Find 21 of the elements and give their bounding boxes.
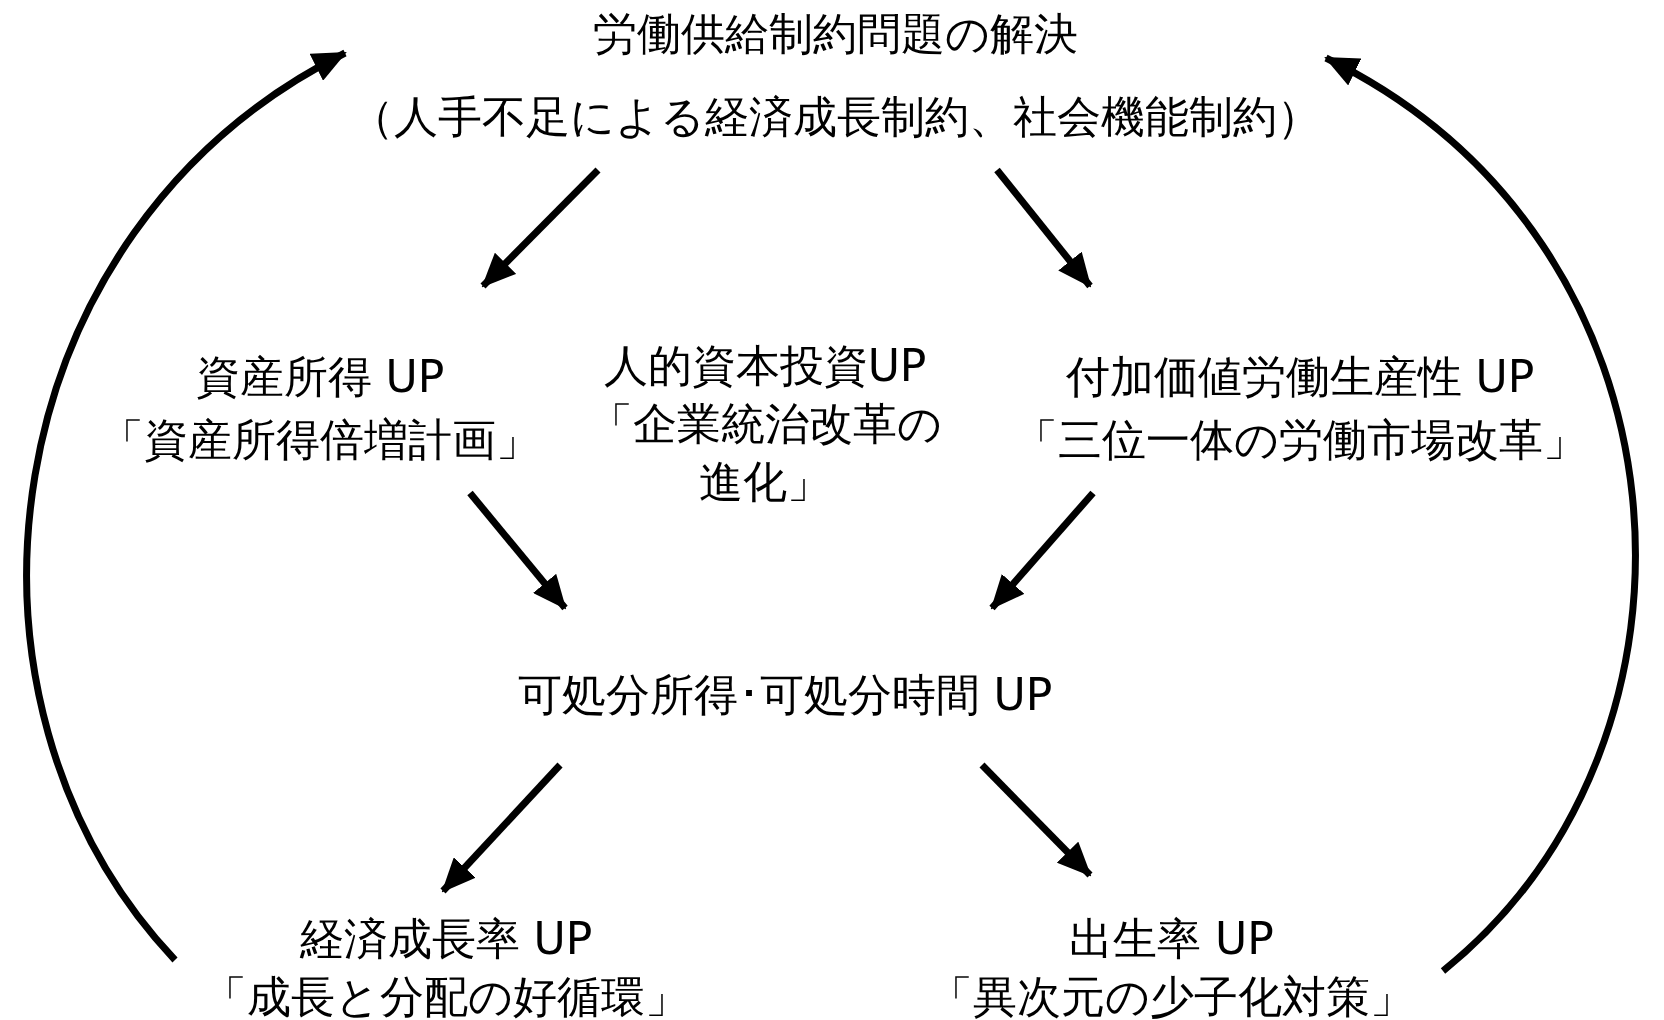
policy-text: 「資産所得倍増計画」: [99, 413, 541, 467]
arrow: [994, 167, 1093, 289]
heading-text: 可処分所得･可処分時間 UP: [516, 668, 1054, 722]
arrow: [989, 490, 1096, 611]
title-text: 労働供給制約問題の解決: [592, 7, 1079, 61]
heading-text: 経済成長率 UP: [298, 912, 594, 966]
arrow: [1324, 55, 1639, 974]
arrow: [467, 490, 568, 611]
policy-text: 「三位一体の労働市場改革」: [1012, 413, 1588, 467]
subtitle-text: （人手不足による経済成長制約、社会機能制約）: [349, 90, 1322, 144]
heading-text: 付加価値労働生産性 UP: [1064, 350, 1536, 404]
arrow: [979, 762, 1093, 878]
arrow: [23, 50, 347, 963]
policy-text: 「異次元の少子化対策」: [928, 970, 1415, 1020]
policy-text: 「成長と分配の好循環」: [202, 970, 690, 1020]
heading-text: 出生率 UP: [1068, 912, 1275, 966]
heading-text: 人的資本投資UP: [602, 339, 928, 393]
heading-text: 資産所得 UP: [194, 350, 446, 404]
arrow: [480, 167, 601, 289]
policy-text: 「企業統治改革の進化」: [587, 397, 943, 509]
arrow: [440, 762, 563, 894]
